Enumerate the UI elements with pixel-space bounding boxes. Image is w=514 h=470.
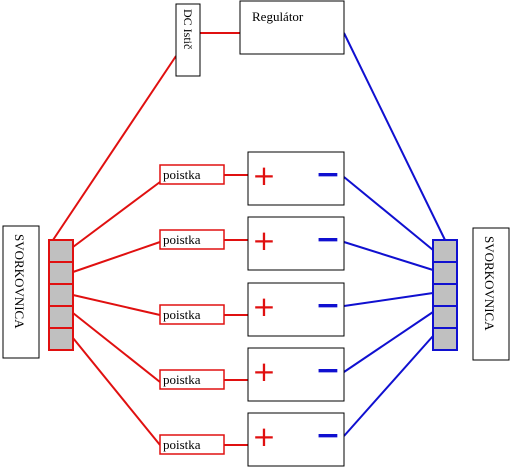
fuse-5: poistka xyxy=(159,434,225,455)
dc-breaker-box: DC Istič xyxy=(175,3,201,77)
wire-terminal-to-fuse-3 xyxy=(72,294,161,316)
battery-minus-symbol: − xyxy=(315,418,340,453)
right-terminal-label: SVORKOVNICA xyxy=(482,236,497,331)
battery-plus-symbol: + xyxy=(252,224,275,257)
regulator-label: Regulátor xyxy=(252,9,304,24)
fuse-label: poistka xyxy=(163,307,201,322)
negative-wires xyxy=(343,32,446,437)
wire-terminal-to-fuse-1 xyxy=(72,181,161,248)
battery-5: + − xyxy=(247,412,345,467)
battery-plus-symbol: + xyxy=(252,420,275,453)
battery-minus-symbol: − xyxy=(315,222,340,257)
left-terminal-label-box: SVORKOVNICA xyxy=(2,225,40,359)
fuse-label: poistka xyxy=(163,372,201,387)
terminal-slot xyxy=(432,261,458,285)
terminal-slot xyxy=(432,327,458,351)
terminal-slot xyxy=(432,305,458,329)
left-terminal-label: SVORKOVNICA xyxy=(12,234,27,329)
battery-plus-symbol: + xyxy=(252,159,275,192)
battery-2: + − xyxy=(247,216,345,271)
wire-regulator-to-right-terminal xyxy=(343,32,446,241)
fuse-1: poistka xyxy=(159,164,225,185)
battery-minus-symbol: − xyxy=(315,157,340,192)
wire-terminal-to-fuse-4 xyxy=(72,312,161,383)
fuse-label: poistka xyxy=(163,167,201,182)
battery-minus-symbol: − xyxy=(315,288,340,323)
battery-minus-symbol: − xyxy=(315,353,340,388)
wire-battery-2-to-terminal xyxy=(343,241,434,271)
terminal-slot xyxy=(432,239,458,263)
regulator-box: Regulátor xyxy=(239,0,345,55)
dc-breaker-label: DC Istič xyxy=(181,9,195,49)
battery-3: + − xyxy=(247,282,345,337)
fuse-4: poistka xyxy=(159,369,225,390)
wire-terminal-to-fuse-5 xyxy=(72,337,161,446)
terminal-slot xyxy=(48,283,74,307)
wire-battery-4-to-terminal xyxy=(343,311,434,373)
right-terminal-block xyxy=(432,239,458,351)
fuse-label: poistka xyxy=(163,437,201,452)
terminal-slot xyxy=(48,305,74,329)
left-terminal-block xyxy=(48,239,74,351)
wire-battery-3-to-terminal xyxy=(343,292,434,307)
fuse-label: poistka xyxy=(163,232,201,247)
right-terminal-label-box: SVORKOVNICA xyxy=(472,227,510,361)
fuse-2: poistka xyxy=(159,229,225,250)
terminal-slot xyxy=(48,327,74,351)
terminal-slot xyxy=(432,283,458,307)
battery-plus-symbol: + xyxy=(252,355,275,388)
terminal-slot xyxy=(48,239,74,263)
wire-battery-5-to-terminal xyxy=(343,335,434,437)
battery-4: + − xyxy=(247,347,345,402)
wire-terminal-to-fuse-2 xyxy=(72,241,161,273)
wire-battery-1-to-terminal xyxy=(343,176,434,251)
battery-1: + − xyxy=(247,151,345,206)
positive-wires xyxy=(52,32,248,446)
terminal-slot xyxy=(48,261,74,285)
wire-breaker-to-left-terminal xyxy=(52,55,177,241)
fuse-3: poistka xyxy=(159,304,225,325)
battery-plus-symbol: + xyxy=(252,290,275,323)
